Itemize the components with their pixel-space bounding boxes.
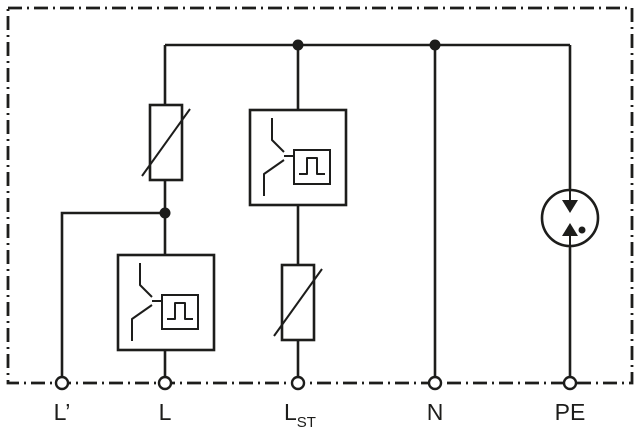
terminal-label-l-st: LST xyxy=(284,399,316,431)
terminal-label-l-prime: L’ xyxy=(54,399,71,425)
varistor-left xyxy=(141,103,191,182)
terminal-circle-l-st xyxy=(290,375,306,391)
junction-dot xyxy=(429,39,441,51)
terminal-circle-pe xyxy=(562,375,578,391)
trigger-unit-box xyxy=(161,294,199,330)
junction-dot xyxy=(292,39,304,51)
wires xyxy=(60,43,572,383)
pulse-waveform-icon xyxy=(167,302,193,320)
spark-gap-electrode-lower xyxy=(131,304,153,341)
spark-gap-electrode-lower xyxy=(263,159,285,196)
arrow-down-icon xyxy=(562,200,578,213)
trigger-unit-box xyxy=(293,149,331,185)
enclosure-dashed-border xyxy=(6,6,634,385)
pulse-waveform-icon xyxy=(299,157,325,175)
terminal-label-pe: PE xyxy=(555,399,586,425)
wire-l-prime-branch xyxy=(60,211,165,383)
spark-gap-electrode-upper xyxy=(271,118,285,153)
arrester-dot xyxy=(578,226,586,234)
isolating-spark-gap-pe xyxy=(540,188,600,248)
terminal-labels: L’ L LST N PE xyxy=(54,399,586,431)
terminal-label-n: N xyxy=(427,399,444,425)
triggered-spark-gap-mid xyxy=(248,108,348,207)
varistor-diagonal xyxy=(273,268,323,337)
arrow-up-icon xyxy=(562,223,578,236)
terminal-circle-n xyxy=(427,375,443,391)
junction-dot xyxy=(159,207,171,219)
triggered-spark-gap-left xyxy=(116,253,216,352)
terminal-label-l: L xyxy=(159,399,172,425)
terminal-circle-l xyxy=(157,375,173,391)
varistor-diagonal xyxy=(141,108,191,177)
spark-gap-electrode-upper xyxy=(139,263,153,298)
terminals xyxy=(54,375,578,391)
varistor-mid xyxy=(273,263,323,342)
terminal-circle-l-prime xyxy=(54,375,70,391)
